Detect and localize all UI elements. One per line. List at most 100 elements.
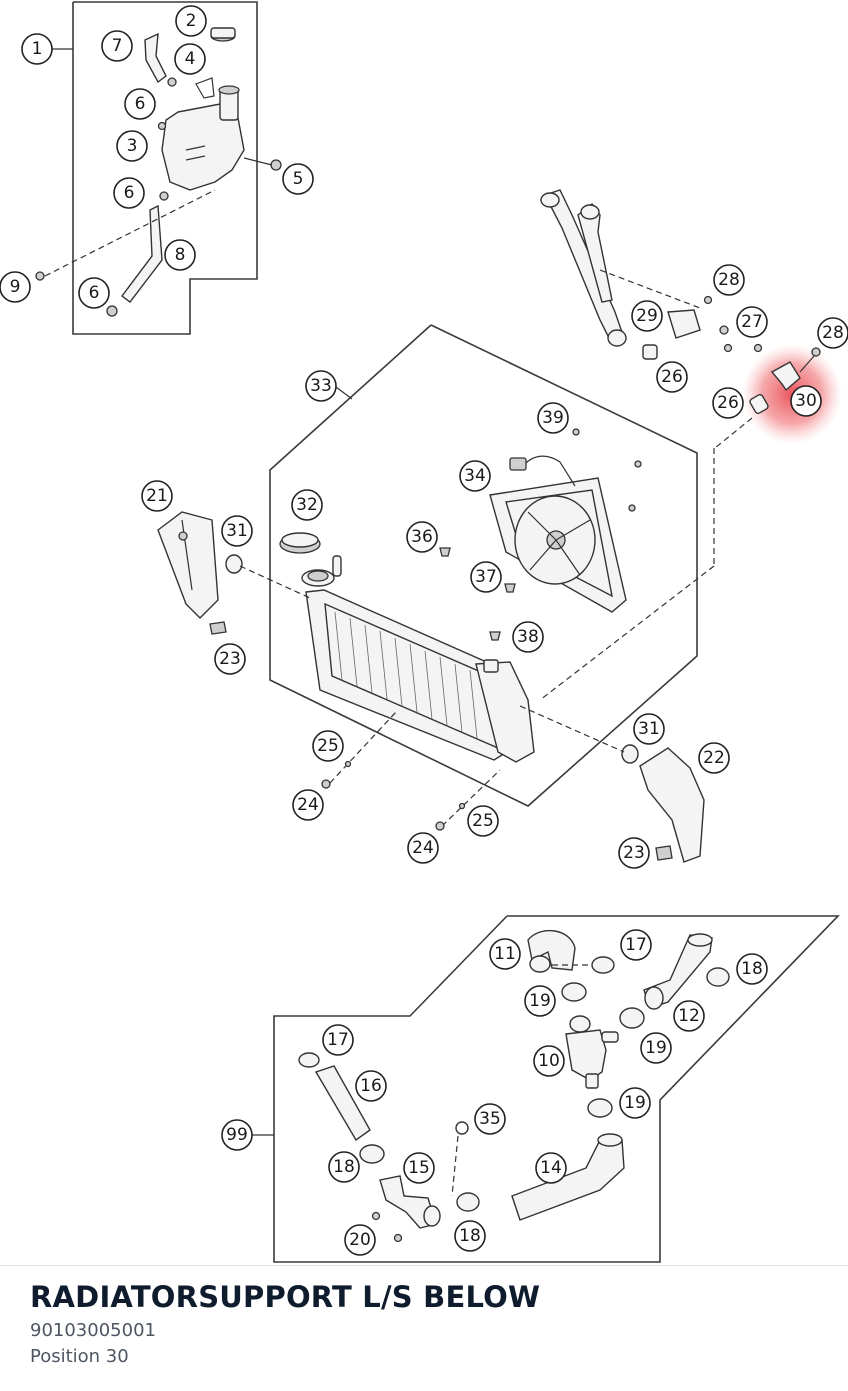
svg-text:19: 19 — [624, 1093, 646, 1113]
callout-23-right[interactable]: 23 — [618, 837, 650, 869]
svg-text:16: 16 — [360, 1076, 382, 1096]
callout-4[interactable]: 4 — [174, 43, 206, 75]
callout-39[interactable]: 39 — [537, 402, 569, 434]
svg-text:25: 25 — [472, 811, 494, 831]
callout-6-top[interactable]: 6 — [124, 88, 156, 120]
svg-text:3: 3 — [127, 136, 138, 156]
svg-text:26: 26 — [661, 367, 683, 387]
callout-22[interactable]: 22 — [698, 742, 730, 774]
callout-25-right[interactable]: 25 — [467, 805, 499, 837]
callout-24-left[interactable]: 24 — [292, 789, 324, 821]
callout-30-highlighted[interactable]: 30 — [790, 385, 822, 417]
callout-28-upper[interactable]: 28 — [713, 264, 745, 296]
callout-26-upper[interactable]: 26 — [656, 361, 688, 393]
callout-14[interactable]: 14 — [535, 1152, 567, 1184]
svg-text:4: 4 — [185, 49, 196, 69]
callout-12[interactable]: 12 — [673, 1000, 705, 1032]
callout-23-left[interactable]: 23 — [214, 643, 246, 675]
callout-19-upper[interactable]: 19 — [524, 985, 556, 1017]
part-info-panel: RADIATORSUPPORT L/S BELOW 90103005001 Po… — [0, 1265, 848, 1391]
callout-18-lower[interactable]: 18 — [454, 1220, 486, 1252]
svg-text:20: 20 — [349, 1230, 371, 1250]
svg-text:6: 6 — [124, 183, 135, 203]
callout-20[interactable]: 20 — [344, 1224, 376, 1256]
svg-text:8: 8 — [175, 245, 186, 265]
callout-34[interactable]: 34 — [459, 460, 491, 492]
svg-text:39: 39 — [542, 408, 564, 428]
callout-26-lower[interactable]: 26 — [712, 387, 744, 419]
callout-6-bottom[interactable]: 6 — [78, 277, 110, 309]
callout-8[interactable]: 8 — [164, 239, 196, 271]
svg-text:17: 17 — [625, 935, 647, 955]
svg-text:11: 11 — [494, 944, 516, 964]
exploded-parts-diagram: 1 2 7 4 6 3 5 6 8 9 6 28 29 27 28 26 26 … — [0, 1, 848, 1263]
svg-text:1: 1 — [32, 39, 43, 59]
svg-text:29: 29 — [636, 306, 658, 326]
svg-text:24: 24 — [412, 838, 434, 858]
callout-15[interactable]: 15 — [403, 1152, 435, 1184]
hose-group — [252, 915, 840, 1263]
svg-text:35: 35 — [479, 1109, 501, 1129]
svg-text:5: 5 — [293, 169, 304, 189]
callout-1[interactable]: 1 — [21, 33, 53, 65]
svg-text:18: 18 — [459, 1226, 481, 1246]
svg-text:23: 23 — [623, 843, 645, 863]
callout-19-middle[interactable]: 19 — [640, 1032, 672, 1064]
callout-33[interactable]: 33 — [305, 370, 337, 402]
callout-28-right[interactable]: 28 — [817, 317, 848, 349]
callout-38[interactable]: 38 — [512, 621, 544, 653]
callout-9[interactable]: 9 — [0, 271, 31, 303]
radiator-group — [269, 324, 715, 831]
svg-text:99: 99 — [226, 1125, 248, 1145]
svg-text:30: 30 — [795, 391, 817, 411]
callout-25-left[interactable]: 25 — [312, 730, 344, 762]
svg-text:36: 36 — [411, 527, 433, 547]
svg-text:9: 9 — [10, 277, 21, 297]
svg-text:18: 18 — [333, 1157, 355, 1177]
callout-10[interactable]: 10 — [533, 1045, 565, 1077]
svg-text:28: 28 — [718, 270, 740, 290]
svg-text:31: 31 — [638, 719, 660, 739]
callout-17-upper[interactable]: 17 — [620, 929, 652, 961]
callout-18-upper[interactable]: 18 — [736, 953, 768, 985]
svg-text:10: 10 — [538, 1051, 560, 1071]
svg-text:31: 31 — [226, 521, 248, 541]
svg-text:2: 2 — [186, 11, 197, 31]
svg-text:18: 18 — [741, 959, 763, 979]
callout-31-right[interactable]: 31 — [633, 713, 665, 745]
svg-text:19: 19 — [529, 991, 551, 1011]
callout-5[interactable]: 5 — [282, 163, 314, 195]
callout-6-middle[interactable]: 6 — [113, 177, 145, 209]
svg-text:17: 17 — [327, 1030, 349, 1050]
callout-27[interactable]: 27 — [736, 306, 768, 338]
part-position: Position 30 — [30, 1346, 129, 1367]
callout-2[interactable]: 2 — [175, 5, 207, 37]
callout-37[interactable]: 37 — [470, 561, 502, 593]
svg-text:32: 32 — [296, 495, 318, 515]
callout-32[interactable]: 32 — [291, 489, 323, 521]
callout-17-lower[interactable]: 17 — [322, 1024, 354, 1056]
callout-19-lower[interactable]: 19 — [619, 1087, 651, 1119]
part-number: 90103005001 — [30, 1320, 156, 1341]
part-title: RADIATORSUPPORT L/S BELOW — [30, 1280, 541, 1314]
svg-text:6: 6 — [135, 94, 146, 114]
callout-16[interactable]: 16 — [355, 1070, 387, 1102]
callout-24-right[interactable]: 24 — [407, 832, 439, 864]
callout-35[interactable]: 35 — [474, 1103, 506, 1135]
callout-99[interactable]: 99 — [221, 1119, 253, 1151]
callout-7[interactable]: 7 — [101, 30, 133, 62]
svg-text:26: 26 — [717, 393, 739, 413]
callout-18-left[interactable]: 18 — [328, 1151, 360, 1183]
svg-text:15: 15 — [408, 1158, 430, 1178]
radiator-covers — [157, 511, 705, 863]
callout-29[interactable]: 29 — [631, 300, 663, 332]
svg-text:34: 34 — [464, 466, 486, 486]
callout-21[interactable]: 21 — [141, 480, 173, 512]
callout-36[interactable]: 36 — [406, 521, 438, 553]
svg-text:22: 22 — [703, 748, 725, 768]
callout-3[interactable]: 3 — [116, 130, 148, 162]
svg-text:23: 23 — [219, 649, 241, 669]
callout-11[interactable]: 11 — [489, 938, 521, 970]
svg-text:7: 7 — [112, 36, 123, 56]
callout-31-left[interactable]: 31 — [221, 515, 253, 547]
